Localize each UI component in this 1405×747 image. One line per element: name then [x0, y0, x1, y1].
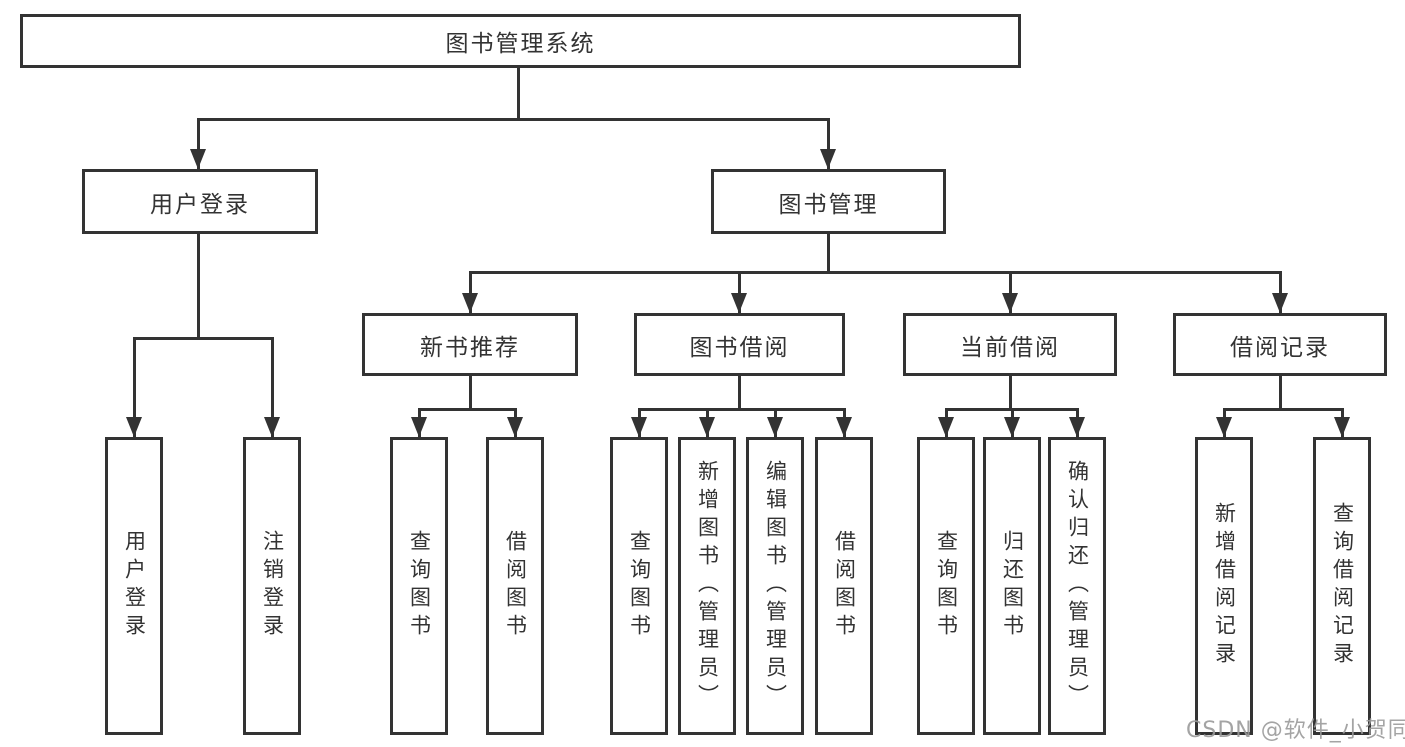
- connector-to-book-borrow: [738, 271, 741, 313]
- arrow-down-icon: [938, 417, 954, 437]
- node-book-mgmt: 图书管理: [711, 169, 946, 234]
- arrow-down-icon: [462, 293, 478, 313]
- leaf-logout-label: 注销登录: [260, 530, 285, 642]
- connector-new-book-branch: [418, 408, 517, 411]
- connector-new-book-stem: [469, 375, 472, 411]
- leaf-borrow-books-recommend-label: 借阅图书: [503, 530, 528, 642]
- connector-root-branch: [197, 118, 830, 121]
- connector-user-login-stem: [197, 233, 200, 340]
- connector-book-mgmt-branch: [469, 271, 1282, 274]
- leaf-borrow-books-label: 借阅图书: [832, 530, 857, 642]
- leaf-add-borrow-record: 新增借阅记录: [1195, 437, 1253, 735]
- leaf-query-books-recommend-label: 查询图书: [407, 530, 432, 642]
- connector-current-borrow-stem: [1009, 375, 1012, 411]
- connector-user-login-branch: [133, 337, 274, 340]
- leaf-confirm-return-admin: 确认归还（管理员）: [1048, 437, 1106, 735]
- arrow-down-icon: [836, 417, 852, 437]
- connector-book-mgmt-stem: [827, 233, 830, 274]
- arrow-down-icon: [1002, 293, 1018, 313]
- arrow-down-icon: [190, 149, 206, 169]
- leaf-query-books-borrow-label: 查询图书: [627, 530, 652, 642]
- connector-book-borrow-branch: [638, 408, 846, 411]
- arrow-down-icon: [820, 149, 836, 169]
- node-book-management-system-label: 图书管理系统: [445, 31, 596, 57]
- node-current-borrow-label: 当前借阅: [960, 334, 1060, 361]
- node-book-borrow: 图书借阅: [634, 313, 845, 376]
- arrow-down-icon: [1004, 417, 1020, 437]
- connector-to-new-book: [469, 271, 472, 313]
- connector-to-book-mgmt: [827, 118, 830, 169]
- leaf-query-books-recommend: 查询图书: [390, 437, 448, 735]
- leaf-return-books: 归还图书: [983, 437, 1041, 735]
- connector-to-leaf-login: [133, 337, 136, 437]
- leaf-logout: 注销登录: [243, 437, 301, 735]
- leaf-return-books-label: 归还图书: [1000, 530, 1025, 642]
- arrow-down-icon: [126, 417, 142, 437]
- connector-to-user-login: [197, 118, 200, 169]
- node-borrow-records: 借阅记录: [1173, 313, 1387, 376]
- leaf-query-books-current: 查询图书: [917, 437, 975, 735]
- leaf-user-login: 用户登录: [105, 437, 163, 735]
- leaf-query-books-current-label: 查询图书: [934, 530, 959, 642]
- node-new-book-recommend-label: 新书推荐: [420, 334, 520, 361]
- leaf-add-books-admin-label: 新增图书（管理员）: [695, 460, 720, 712]
- connector-root-stem: [517, 68, 520, 120]
- node-book-mgmt-label: 图书管理: [778, 191, 879, 218]
- leaf-borrow-books: 借阅图书: [815, 437, 873, 735]
- arrow-down-icon: [1272, 293, 1288, 313]
- leaf-query-books-borrow: 查询图书: [610, 437, 668, 735]
- node-user-login-label: 用户登录: [150, 191, 250, 218]
- leaf-user-login-label: 用户登录: [122, 530, 147, 642]
- connector-to-leaf-logout: [271, 337, 274, 437]
- watermark-csdn: CSDN @软件_小贺同学: [1186, 718, 1405, 743]
- leaf-add-books-admin: 新增图书（管理员）: [678, 437, 736, 735]
- node-new-book-recommend: 新书推荐: [362, 313, 578, 376]
- leaf-edit-books-admin: 编辑图书（管理员）: [746, 437, 804, 735]
- connector-book-borrow-stem: [738, 375, 741, 411]
- node-current-borrow: 当前借阅: [903, 313, 1117, 376]
- leaf-confirm-return-admin-label: 确认归还（管理员）: [1065, 460, 1090, 712]
- leaf-query-borrow-record: 查询借阅记录: [1313, 437, 1371, 735]
- connector-to-current-borrow: [1009, 271, 1012, 313]
- leaf-add-borrow-record-label: 新增借阅记录: [1212, 502, 1237, 670]
- node-borrow-records-label: 借阅记录: [1230, 334, 1330, 361]
- node-book-management-system: 图书管理系统: [20, 14, 1021, 68]
- arrow-down-icon: [767, 417, 783, 437]
- node-user-login: 用户登录: [82, 169, 318, 234]
- arrow-down-icon: [1334, 417, 1350, 437]
- connector-borrow-records-stem: [1279, 375, 1282, 411]
- arrow-down-icon: [411, 417, 427, 437]
- connector-borrow-records-branch: [1223, 408, 1344, 411]
- node-book-borrow-label: 图书借阅: [689, 334, 790, 361]
- arrow-down-icon: [1069, 417, 1085, 437]
- arrow-down-icon: [264, 417, 280, 437]
- connector-to-borrow-records: [1279, 271, 1282, 313]
- leaf-borrow-books-recommend: 借阅图书: [486, 437, 544, 735]
- arrow-down-icon: [631, 417, 647, 437]
- arrow-down-icon: [507, 417, 523, 437]
- arrow-down-icon: [1216, 417, 1232, 437]
- leaf-edit-books-admin-label: 编辑图书（管理员）: [763, 460, 788, 712]
- leaf-query-borrow-record-label: 查询借阅记录: [1330, 502, 1355, 670]
- arrow-down-icon: [699, 417, 715, 437]
- arrow-down-icon: [731, 293, 747, 313]
